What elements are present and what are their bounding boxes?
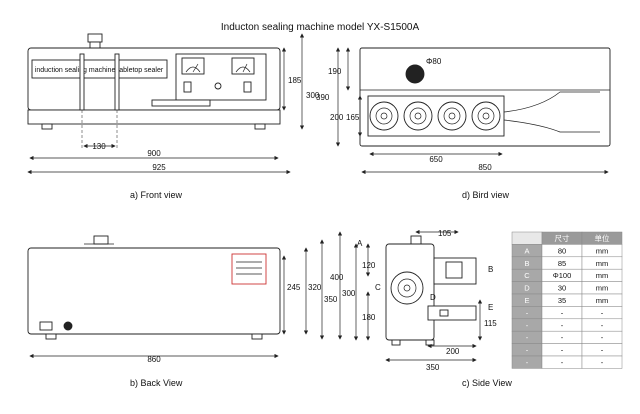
table-cell-text: E — [524, 296, 529, 305]
front-label-plate — [31, 59, 168, 79]
side-dim-200: 200 — [446, 347, 460, 356]
table-cell-text: mm — [596, 259, 609, 268]
power-switch — [63, 321, 73, 331]
back-dim-320: 320 — [308, 283, 322, 292]
back-body — [27, 247, 281, 335]
table-cell-text: - — [601, 358, 604, 367]
table-cell-text: - — [561, 321, 564, 330]
drawing-title: Inducton sealing machine model YX-S1500A — [221, 22, 420, 33]
side-letter-d: D — [430, 293, 436, 302]
table-cell — [511, 231, 543, 245]
table-cell-text: A — [524, 246, 529, 255]
back-dim-350: 350 — [324, 295, 338, 304]
side-caption: c) Side View — [462, 378, 512, 388]
bird-dim-480: Φ80 — [426, 57, 442, 66]
side-dim-115: 115 — [484, 319, 497, 328]
front-dim-900: 900 — [147, 149, 161, 158]
back-caption: b) Back View — [130, 378, 183, 388]
table-header-cell: 单位 — [595, 233, 610, 243]
table-cell-text: Φ100 — [553, 271, 572, 280]
front-view: induction sealing machine tabletop seale… — [27, 33, 320, 200]
power-socket — [39, 321, 53, 331]
bird-dim-200: 200 — [330, 113, 344, 122]
table-cell-text: - — [561, 346, 564, 355]
bird-dim-850: 850 — [478, 163, 492, 172]
table-cell-text: - — [601, 346, 604, 355]
table-cell-text: D — [524, 284, 530, 293]
back-warning-label — [231, 253, 267, 285]
table-cell-text: 85 — [558, 259, 566, 268]
table-cell-text: - — [561, 358, 564, 367]
table-cell-text: - — [601, 308, 604, 317]
coil-1 — [369, 101, 399, 131]
table-cell-text: - — [561, 333, 564, 342]
table-cell-text: - — [561, 308, 564, 317]
side-letter-b: B — [488, 265, 493, 274]
table-cell-text: C — [524, 271, 530, 280]
front-dim-130: 130 — [92, 142, 106, 151]
table-cell-text: - — [526, 321, 529, 330]
table-cell-text: - — [601, 333, 604, 342]
front-handle — [87, 33, 103, 43]
side-dim-350: 350 — [426, 363, 440, 372]
bird-dim-650: 650 — [429, 155, 443, 164]
front-dim-185: 185 — [288, 76, 302, 85]
side-dim-300: 300 — [342, 289, 356, 298]
back-dim-860: 860 — [147, 355, 161, 364]
front-caption: a) Front view — [130, 190, 183, 200]
side-dim-120: 120 — [362, 261, 376, 270]
coil-2 — [403, 101, 433, 131]
side-view: A B C D E 105 120 300 180 115 200 350 c)… — [342, 229, 512, 388]
table-cell-text: 35 — [558, 296, 566, 305]
bird-dim-190: 190 — [328, 67, 342, 76]
table-cell-text: 30 — [558, 284, 566, 293]
table-cell-text: - — [526, 333, 529, 342]
table-cell-text: - — [526, 346, 529, 355]
table-cell — [581, 355, 623, 369]
table-cell-text: mm — [596, 296, 609, 305]
front-dim-925: 925 — [152, 163, 166, 172]
table-cell-text: B — [524, 259, 529, 268]
table-cell-text: mm — [596, 246, 609, 255]
table-cell-text: 80 — [558, 246, 566, 255]
side-dim-105: 105 — [438, 229, 452, 238]
side-dim-180: 180 — [362, 313, 376, 322]
side-letter-c: C — [375, 283, 381, 292]
front-label-text: induction sealing machine tabletop seale… — [35, 67, 164, 74]
side-coil — [390, 271, 424, 305]
table-cell-text: - — [526, 308, 529, 317]
coil-3 — [437, 101, 467, 131]
back-dim-400: 400 — [330, 273, 344, 282]
coil-4 — [471, 101, 501, 131]
back-dim-245: 245 — [287, 283, 301, 292]
side-letter-a: A — [357, 239, 363, 248]
side-base — [427, 305, 477, 321]
table-header-cell: 尺寸 — [555, 233, 570, 243]
bird-caption: d) Bird view — [462, 190, 510, 200]
back-view: 860 245 320 350 400 b) Back View — [27, 231, 344, 388]
table-cell-text: - — [526, 358, 529, 367]
bird-dim-165: 165 — [346, 113, 360, 122]
table-cell-text: mm — [596, 271, 609, 280]
table-cell-text: mm — [596, 284, 609, 293]
bird-view: Φ80 190 390 200 — [316, 47, 611, 200]
table-cell-text: - — [601, 321, 604, 330]
bird-knob — [405, 64, 425, 84]
front-dim-300: 300 — [306, 91, 320, 100]
bird-dim-390: 390 — [316, 93, 330, 102]
side-letter-e: E — [488, 303, 493, 312]
